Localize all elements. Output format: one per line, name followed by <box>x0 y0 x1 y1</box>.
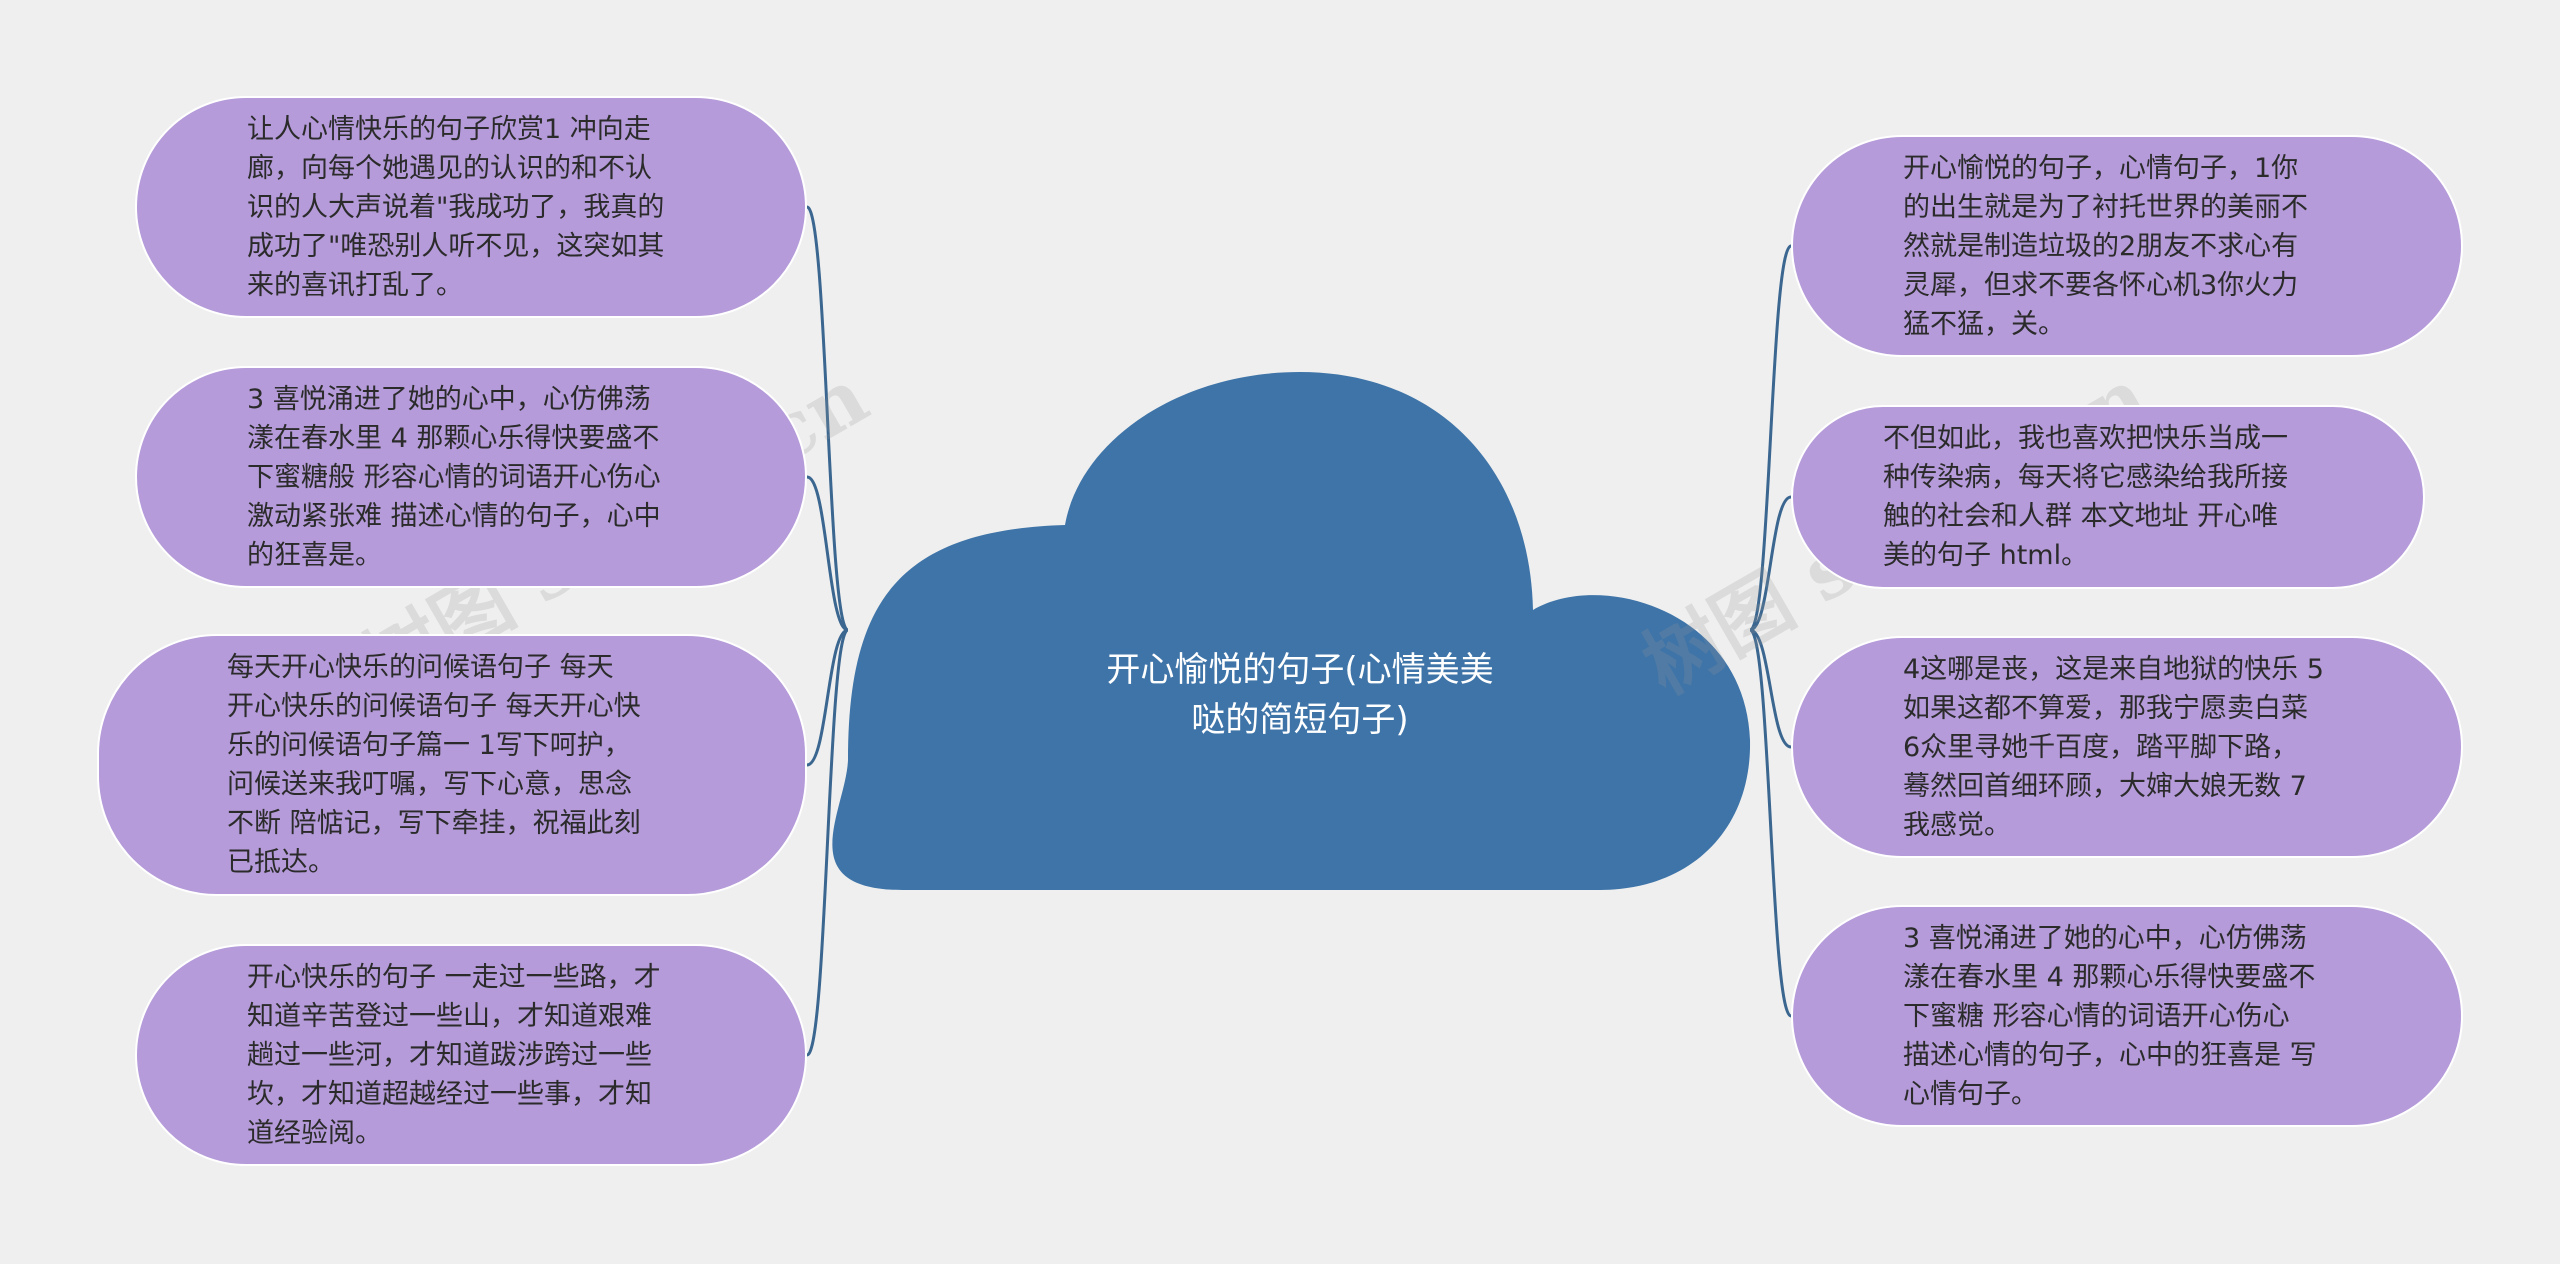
left-topic-node-1[interactable]: 让人心情快乐的句子欣赏1 冲向走 廊，向每个她遇见的认识的和不认 识的人大声说着… <box>135 96 807 318</box>
left-topic-node-1-text: 让人心情快乐的句子欣赏1 冲向走 廊，向每个她遇见的认识的和不认 识的人大声说着… <box>247 113 665 301</box>
connector-group <box>805 205 1793 1057</box>
left-topic-node-2[interactable]: 3 喜悦涌进了她的心中，心仿佛荡 漾在春水里 4 那颗心乐得快要盛不 下蜜糖般 … <box>135 366 807 588</box>
right-topic-node-1[interactable]: 开心愉悦的句子，心情句子，1你 的出生就是为了衬托世界的美丽不 然就是制造垃圾的… <box>1791 135 2463 357</box>
right-connector-3 <box>1749 628 1792 749</box>
right-topic-node-3-text: 4这哪是丧，这是来自地狱的快乐 5 如果这都不算爱，那我宁愿卖白菜 6众里寻她千… <box>1903 653 2324 841</box>
right-topic-node-1-text: 开心愉悦的句子，心情句子，1你 的出生就是为了衬托世界的美丽不 然就是制造垃圾的… <box>1903 152 2308 340</box>
left-topic-node-2-text: 3 喜悦涌进了她的心中，心仿佛荡 漾在春水里 4 那颗心乐得快要盛不 下蜜糖般 … <box>247 383 661 571</box>
right-topic-node-2-text: 不但如此，我也喜欢把快乐当成一 种传染病，每天将它感染给我所接 触的社会和人群 … <box>1883 423 2288 571</box>
root-cloud-shape <box>832 372 1751 890</box>
left-topic-node-3-text: 每天开心快乐的问候语句子 每天 开心快乐的问候语句子 每天开心快 乐的问候语句子… <box>227 652 641 878</box>
right-topic-node-3[interactable]: 4这哪是丧，这是来自地狱的快乐 5 如果这都不算爱，那我宁愿卖白菜 6众里寻她千… <box>1791 636 2463 858</box>
right-topic-node-4-text: 3 喜悦涌进了她的心中，心仿佛荡 漾在春水里 4 那颗心乐得快要盛不 下蜜糖 形… <box>1903 922 2317 1110</box>
left-topic-node-4-text: 开心快乐的句子 一走过一些路，才 知道辛苦登过一些山，才知道艰难 趟过一些河，才… <box>247 961 661 1149</box>
left-topic-node-4[interactable]: 开心快乐的句子 一走过一些路，才 知道辛苦登过一些山，才知道艰难 趟过一些河，才… <box>135 944 807 1166</box>
left-connector-1 <box>805 205 850 632</box>
right-topic-node-4[interactable]: 3 喜悦涌进了她的心中，心仿佛荡 漾在春水里 4 那颗心乐得快要盛不 下蜜糖 形… <box>1791 905 2463 1127</box>
root-topic-title[interactable]: 开心愉悦的句子(心情美美 哒的简短句子) <box>1106 650 1494 740</box>
left-connector-2 <box>806 475 849 632</box>
left-connector-3 <box>806 628 849 767</box>
right-connector-4 <box>1748 628 1793 1018</box>
left-connector-4 <box>805 628 850 1057</box>
right-topic-node-2[interactable]: 不但如此，我也喜欢把快乐当成一 种传染病，每天将它感染给我所接 触的社会和人群 … <box>1791 405 2425 589</box>
right-connector-2 <box>1749 495 1792 632</box>
right-connector-1 <box>1748 244 1793 632</box>
left-topic-node-3[interactable]: 每天开心快乐的问候语句子 每天 开心快乐的问候语句子 每天开心快 乐的问候语句子… <box>97 634 807 896</box>
